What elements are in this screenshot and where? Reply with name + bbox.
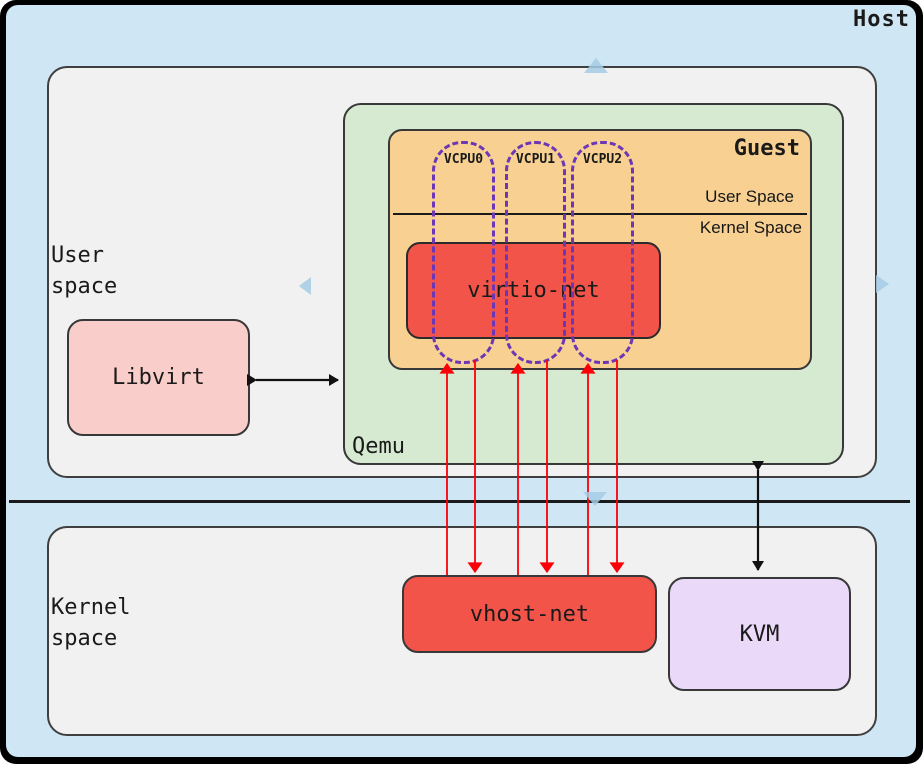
- vhost-net-label: vhost-net: [469, 601, 590, 627]
- vcpu2-box: VCPU2: [571, 141, 634, 364]
- vcpu0-box: VCPU0: [432, 141, 495, 364]
- vhost-net-box: vhost-net: [402, 575, 657, 653]
- guest-user-space-label: User Space: [705, 187, 794, 206]
- user-kernel-divider-line: [9, 500, 910, 503]
- kvm-label: KVM: [739, 621, 780, 647]
- host-label: Host: [853, 7, 910, 32]
- vcpu2-label: VCPU2: [582, 152, 623, 167]
- guest-kernel-space-label: Kernel Space: [699, 218, 802, 237]
- libvirt-label: Libvirt: [112, 365, 205, 390]
- libvirt-box: Libvirt: [67, 319, 250, 436]
- user-space-region-label: User space: [51, 243, 118, 299]
- vcpu1-box: VCPU1: [505, 141, 566, 364]
- vcpu1-label: VCPU1: [515, 152, 556, 167]
- kernel-space-region-label: Kernel space: [51, 595, 131, 651]
- qemu-box: Qemu Guest User Space Kernel Space virti…: [343, 103, 844, 465]
- guest-box: Guest User Space Kernel Space virtio-net…: [388, 129, 812, 370]
- vcpu0-label: VCPU0: [443, 152, 484, 167]
- guest-label: Guest: [733, 136, 800, 161]
- virtio-net-box: virtio-net: [406, 242, 661, 339]
- guest-user-kernel-divider-line: [393, 213, 807, 215]
- virtio-net-label: virtio-net: [467, 278, 600, 303]
- kvm-box: KVM: [668, 577, 851, 691]
- qemu-label: Qemu: [352, 434, 405, 459]
